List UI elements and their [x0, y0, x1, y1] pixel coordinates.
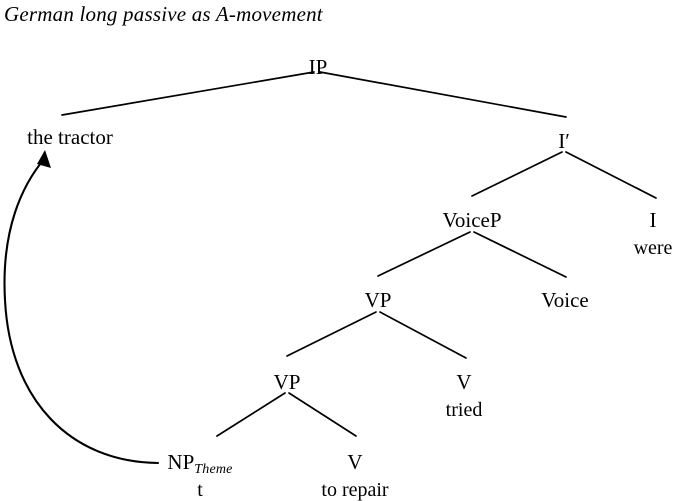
tree-node-spec: the tractor [27, 127, 113, 148]
tree-node-vp1: VP [365, 290, 392, 311]
node-label: VP [364, 288, 392, 312]
node-label: V [456, 370, 472, 394]
tree-branch-voicep-to-voice [473, 231, 567, 278]
node-label: Voice [541, 288, 589, 312]
tree-node-vp2: VP [274, 372, 301, 393]
tree-branch-vp2-to-nptheme [216, 392, 286, 437]
terminal-v1: tried [445, 399, 483, 421]
terminal-nptheme: t [197, 479, 203, 501]
tree-branch-ip-to-spec [61, 71, 315, 116]
node-label: VP [273, 370, 301, 394]
tree-branch-vp1-to-vp2 [286, 311, 377, 357]
tree-node-nptheme: NPTheme [167, 452, 232, 477]
movement-arrow-group [3, 150, 160, 465]
node-label: I′ [558, 129, 570, 153]
tree-node-i: I [650, 210, 657, 231]
node-label: NP [167, 450, 195, 474]
node-label: IP [308, 55, 328, 79]
a-movement-arrowhead [37, 150, 51, 168]
a-movement-arrow [3, 156, 160, 465]
branch-group [61, 71, 657, 437]
tree-branch-ibar-to-voicep [471, 151, 563, 197]
tree-branch-ibar-to-i [565, 151, 657, 199]
tree-node-ibar: I′ [558, 131, 570, 152]
tree-node-voicep: VoiceP [442, 210, 501, 231]
node-label: I [649, 208, 657, 232]
tree-node-voice: Voice [541, 290, 588, 311]
node-subscript: Theme [194, 461, 233, 477]
tree-branch-vp2-to-v2 [288, 392, 357, 437]
tree-branch-ip-to-ibar [319, 71, 567, 118]
tree-branch-voicep-to-vp1 [377, 231, 471, 277]
tree-branch-vp1-to-v1 [379, 311, 467, 359]
tree-node-v2: V [347, 452, 362, 473]
tree-node-ip: IP [309, 57, 328, 78]
node-label: VoiceP [442, 208, 502, 232]
node-label: V [347, 450, 363, 474]
node-label: the tractor [27, 125, 113, 149]
tree-node-v1: V [456, 372, 471, 393]
terminal-i: were [633, 237, 673, 259]
figure-title: German long passive as A-movement [4, 2, 323, 26]
terminal-v2: to repair [321, 479, 389, 501]
